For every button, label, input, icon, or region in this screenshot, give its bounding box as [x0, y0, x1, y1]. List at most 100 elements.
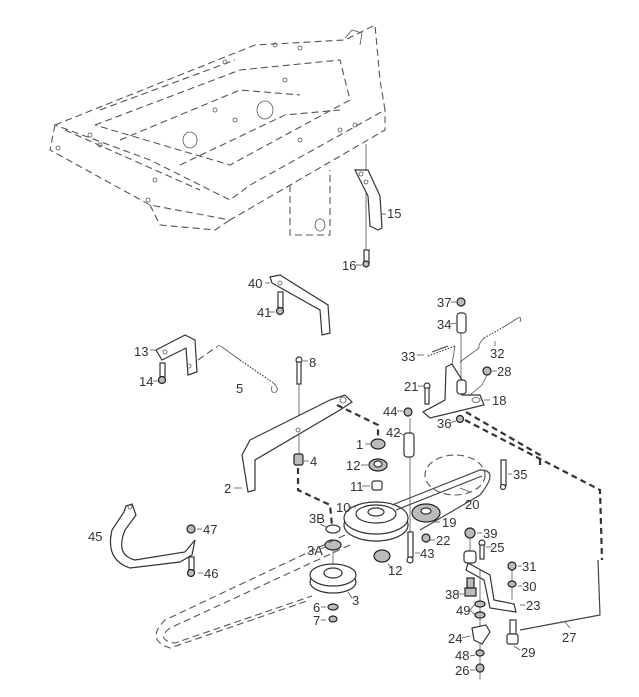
label-14: 14 [139, 374, 153, 389]
part-3A-bearing: 3A [307, 539, 342, 558]
label-28: 28 [497, 364, 511, 379]
label-45: 45 [88, 529, 102, 544]
part-26-nut: 26 [455, 663, 485, 678]
label-37: 37 [437, 295, 451, 310]
label-44: 44 [383, 404, 397, 419]
part-23-bracket: 23 [463, 550, 540, 613]
part-10-pulley: 10 [336, 500, 409, 542]
part-37-nut: 37 [437, 295, 466, 310]
part-27-rod: 27 [519, 559, 601, 645]
part-31-nut: 31 [507, 559, 536, 600]
label-26: 26 [455, 663, 469, 678]
part-41-bolt: 41 [257, 291, 285, 320]
label-2: 2 [224, 481, 231, 496]
label-3: 3 [352, 593, 359, 608]
label-39: 39 [483, 526, 497, 541]
label-6: 6 [313, 600, 320, 615]
label-24: 24 [448, 631, 462, 646]
label-3B: 3B [309, 511, 325, 526]
label-32: 32 [490, 346, 504, 361]
part-46-bolt: 46 [186, 556, 218, 581]
part-1-nut: 1 [356, 437, 386, 452]
part-3-idler-pulley: 3 [309, 550, 359, 608]
part-32-spring: 32 [459, 317, 522, 363]
label-16: 16 [342, 258, 356, 273]
part-6-washer: 6 [313, 600, 339, 615]
label-49: 49 [456, 603, 470, 618]
main-belt-phantom [155, 534, 351, 649]
label-33: 33 [401, 349, 415, 364]
label-38: 38 [445, 587, 459, 602]
label-15: 15 [387, 206, 401, 221]
part-4-spacer: 4 [293, 404, 380, 526]
part-45-deflector-arm: 45 [88, 503, 196, 569]
part-36-washer: 36 [437, 411, 604, 561]
part-2-idler-arm: 2 [224, 394, 353, 496]
label-29: 29 [521, 645, 535, 660]
label-40: 40 [248, 276, 262, 291]
label-11: 11 [350, 479, 364, 494]
label-13: 13 [134, 344, 148, 359]
label-7: 7 [313, 613, 320, 628]
label-42: 42 [386, 425, 400, 440]
part-38-fitting: 38 [445, 577, 477, 602]
label-34: 34 [437, 317, 451, 332]
part-34-sleeve: 34 [437, 312, 467, 380]
label-20: 20 [465, 497, 479, 512]
label-8: 8 [309, 355, 316, 370]
part-14-bolt: 14 [139, 362, 167, 389]
label-23: 23 [526, 598, 540, 613]
part-25-bolt: 25 [478, 539, 504, 560]
label-27: 27 [562, 630, 576, 645]
part-18-bracket: 18 [421, 363, 506, 419]
part-48-washer: 48 [455, 648, 485, 663]
frame-phantom [49, 24, 386, 255]
part-21-bolt: 21 [404, 379, 431, 405]
part-33-spring: 33 [401, 345, 456, 365]
label-46: 46 [204, 566, 218, 581]
part-44-nut: 44 [383, 404, 413, 419]
label-36: 36 [437, 416, 451, 431]
part-24-clamp: 24 [448, 624, 491, 646]
label-5: 5 [236, 381, 243, 396]
label-41: 41 [257, 305, 271, 320]
part-40-bracket: 40 [248, 274, 331, 336]
label-1: 1 [356, 437, 363, 452]
part-29-rod-end: 29 [506, 619, 535, 660]
part-49-washers: 49 [456, 570, 486, 680]
part-7-nut: 7 [313, 613, 338, 628]
part-8-bolt: 8 [295, 355, 316, 460]
label-18: 18 [492, 393, 506, 408]
label-21: 21 [404, 379, 418, 394]
part-5-spring: 5 [215, 345, 278, 396]
part-22-nut: 22 [421, 533, 450, 548]
part-3B-ring: 3B [309, 511, 341, 534]
label-48: 48 [455, 648, 469, 663]
part-16-bolt: 16 [342, 249, 370, 273]
part-42-spacer: 42 [386, 425, 415, 458]
label-35: 35 [513, 467, 527, 482]
label-31: 31 [522, 559, 536, 574]
label-12-upper: 12 [346, 458, 360, 473]
part-28-washer: 28 [469, 364, 511, 396]
part-15-bracket: 15 [354, 169, 401, 231]
label-30: 30 [522, 579, 536, 594]
label-47: 47 [203, 522, 217, 537]
part-19-pulley: 19 [411, 503, 456, 530]
part-30-washer: 30 [507, 579, 536, 594]
label-3A: 3A [307, 543, 323, 558]
label-25: 25 [490, 540, 504, 555]
label-43: 43 [420, 546, 434, 561]
label-12-lower: 12 [388, 563, 402, 578]
part-11-spacer: 11 [350, 479, 383, 494]
label-10: 10 [336, 500, 350, 515]
part-35-bolt: 35 [499, 459, 527, 491]
label-22: 22 [436, 533, 450, 548]
part-12-bearing-lower: 12 [373, 549, 402, 578]
part-47-nut: 47 [186, 522, 217, 537]
label-4: 4 [310, 454, 317, 469]
label-19: 19 [442, 515, 456, 530]
part-12-bearing-upper: 12 [346, 458, 388, 473]
